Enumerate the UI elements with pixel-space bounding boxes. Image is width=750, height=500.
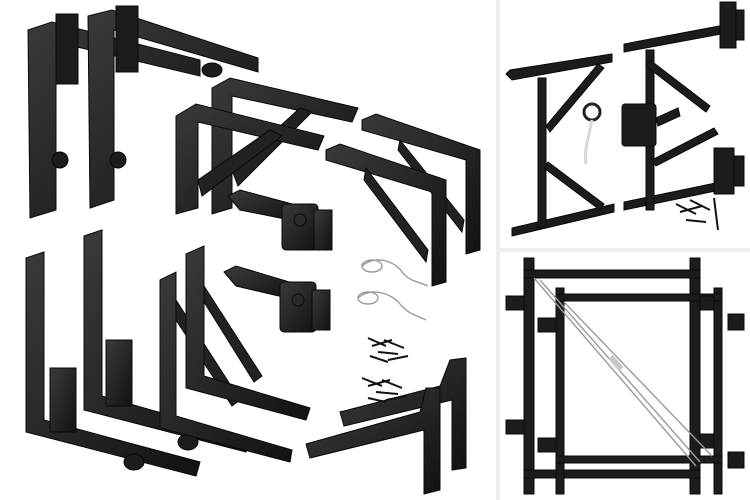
l-brace-2 [325,143,447,287]
corner-brace-2 [175,103,325,215]
tension-cable-1 [361,259,429,287]
gate-hinge-7 [699,433,715,449]
screw-pile-2 [361,377,407,403]
corner-brace-3 [159,271,293,463]
frame-latch [621,103,657,147]
l-brace-3 [339,357,467,471]
frame-hinge-bottom-leaf [733,155,745,187]
frame-hinge-top-leaf [735,9,745,41]
gate-post-right [689,257,701,495]
gate-inner-top-rail [555,293,723,302]
frame-screw-pile [675,197,719,231]
frame-hinge-top [719,1,737,49]
gate-inner-post-right [713,287,723,495]
gate-frame-panel [500,252,750,500]
gate-frame-illustration [505,257,745,495]
assembled-frame-panel [500,0,750,248]
gate-latch-1 [227,189,333,251]
hinge-strap-3 [25,251,201,477]
gate-post-left [523,257,535,495]
gate-inner-bottom-rail [555,455,723,464]
gate-hinge-1 [505,295,525,311]
panel-divider-horizontal [500,248,750,252]
frame-diagonal-4 [651,127,719,167]
turnbuckle-icon [608,355,624,371]
hinge-strap-4 [83,229,251,453]
gate-inner-post-left [555,287,565,495]
frame-latch-arm [655,107,681,127]
frame-top-rail-left [505,53,613,81]
gate-tension-cables [533,277,713,467]
corner-brace-4 [185,245,311,421]
hardware-kit-illustration [25,5,481,495]
screw-pile-1 [367,337,409,363]
pull-string [584,119,594,165]
pull-ring-icon [582,102,602,122]
frame-top-rail-right [623,23,733,53]
gate-hinge-5 [699,295,715,311]
gate-latch-2 [223,265,331,333]
panel-divider-vertical [496,0,500,500]
gate-hinge-3 [537,317,557,333]
assembled-frame-illustration [505,1,745,237]
frame-upright-left [537,77,547,229]
gate-hinge-6 [727,313,745,331]
tension-cable-2 [357,291,427,321]
frame-diagonal-2 [645,59,711,113]
gate-hinge-4 [537,437,557,453]
hinge-strap-2 [87,5,259,209]
gate-bottom-rail [523,469,701,479]
hardware-kit-panel [25,5,481,495]
frame-hinge-bottom [713,147,735,195]
l-brace-4 [305,387,441,495]
gate-top-rail [523,269,701,279]
gate-hinge-2 [505,419,525,435]
gate-hinge-8 [727,451,745,469]
frame-diagonal-1 [545,63,605,133]
frame-diagonal-3 [543,161,605,211]
